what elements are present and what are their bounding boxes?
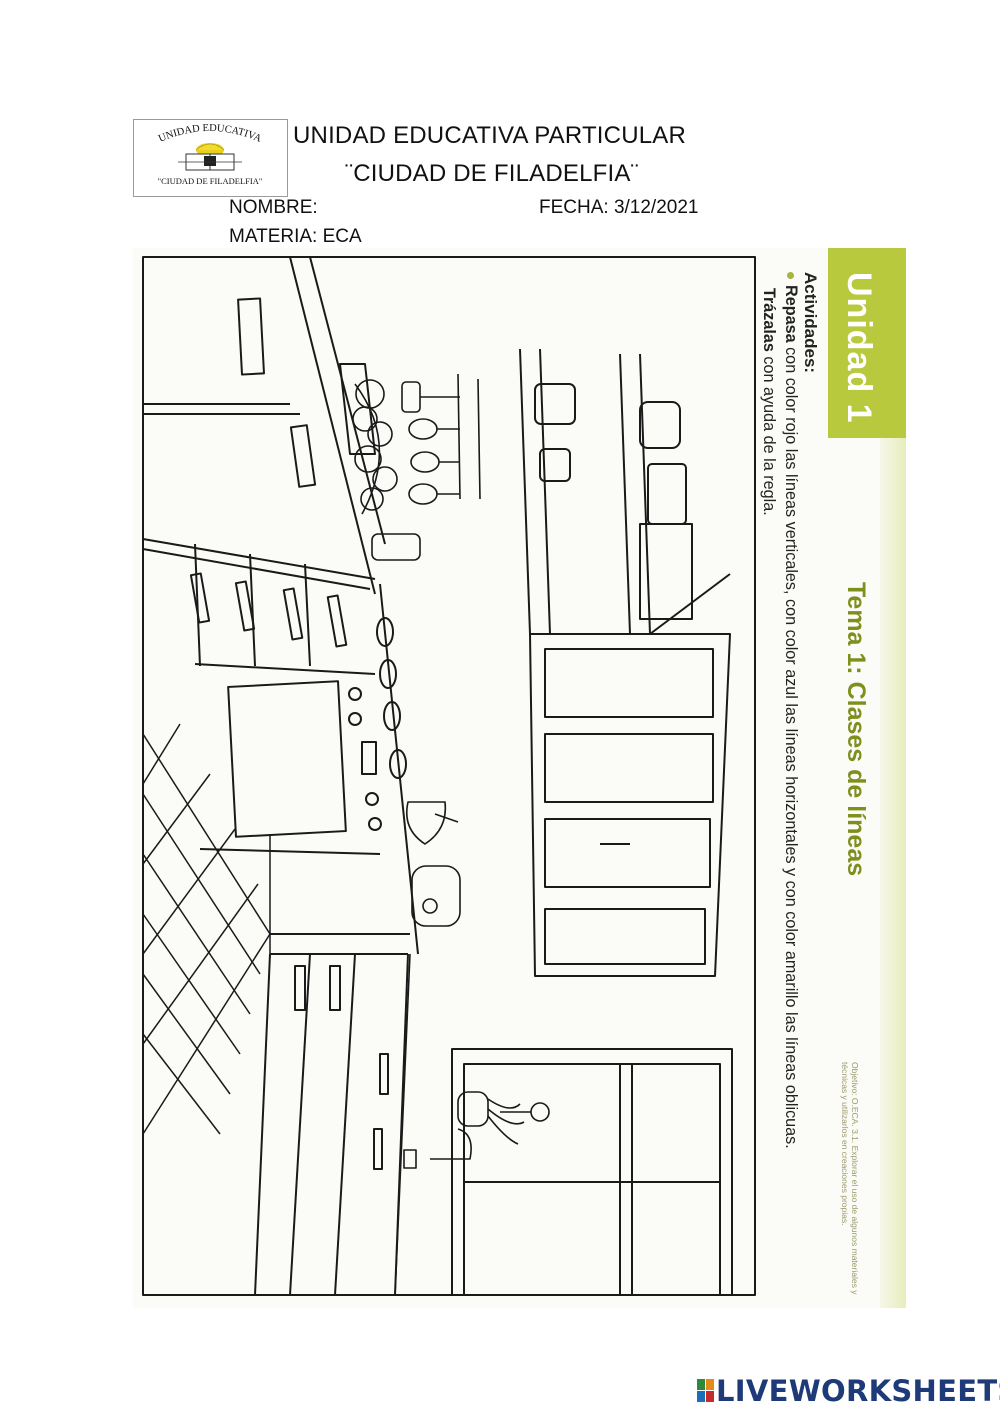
instruction-1-text: con color rojo las líneas verticales, co… xyxy=(782,342,800,1149)
coffee-maker xyxy=(411,865,461,927)
fruit-bowl xyxy=(352,379,398,515)
kitchen-line-drawing xyxy=(140,254,760,1304)
svg-text:"CIUDAD DE FILADELFIA": "CIUDAD DE FILADELFIA" xyxy=(158,176,263,186)
unit-band xyxy=(828,248,906,438)
instruction-2-text: con ayuda de la regla. xyxy=(760,351,778,516)
unit-band-tail xyxy=(880,438,906,1308)
materia-label: MATERIA: ECA xyxy=(229,226,362,247)
drawers-top xyxy=(142,538,376,667)
fecha-label: FECHA: 3/12/2021 xyxy=(539,197,699,218)
bullet-icon xyxy=(786,272,794,279)
svg-text:UNIDAD EDUCATIVA: UNIDAD EDUCATIVA xyxy=(157,123,263,145)
tall-cabinet xyxy=(529,633,731,977)
kettle xyxy=(406,801,459,845)
utensil-rack xyxy=(371,373,481,561)
school-logo: UNIDAD EDUCATIVA "CIUDAD DE FILADELFIA" xyxy=(133,119,288,197)
objetivo-text: Objetivo: O.ECA. 3.1. Explorar el uso de… xyxy=(840,1062,860,1295)
nombre-label: NOMBRE: xyxy=(229,197,318,218)
school-name-line1: UNIDAD EDUCATIVA PARTICULAR xyxy=(293,122,687,149)
base-cabinets-right xyxy=(254,933,410,1296)
instruction-1-keyword: Repasa xyxy=(782,285,800,343)
liveworksheets-brand: LIVEWORKSHEETS xyxy=(716,1374,1000,1408)
actividades-title: Actividades: xyxy=(801,272,820,374)
instruction-1: Repasa con color rojo las líneas vertica… xyxy=(781,272,800,1149)
unit-label: Unidad 1 xyxy=(840,272,878,424)
tema-title: Tema 1: Clases de líneas xyxy=(842,582,870,877)
window xyxy=(451,1048,733,1296)
sink xyxy=(394,953,472,1296)
oven xyxy=(194,663,382,855)
drawing-frame xyxy=(142,256,756,1296)
shelf-unit xyxy=(519,348,731,635)
instruction-2-keyword: Trázalas xyxy=(760,288,778,352)
instruction-2: Trázalas con ayuda de la regla. xyxy=(759,288,778,516)
floor-tiles xyxy=(142,723,271,1135)
wall-shelf-left xyxy=(143,256,386,595)
school-name-line2: ¨CIUDAD DE FILADELFIA¨ xyxy=(345,160,639,187)
liveworksheets-logo-icon xyxy=(697,1379,715,1408)
plant-pot xyxy=(457,1091,550,1145)
